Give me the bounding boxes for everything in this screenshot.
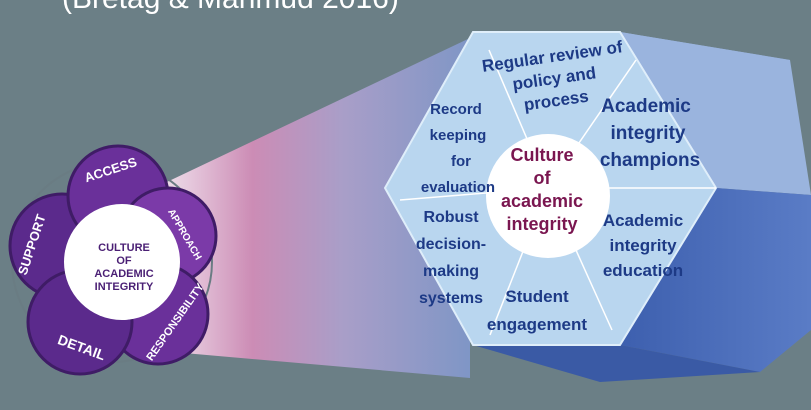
center-line-1: Culture — [511, 145, 574, 165]
record-line-2: keeping — [430, 127, 487, 144]
hexagon-center-label: Culture of academic integrity — [501, 145, 583, 234]
decision-line-1: Robust — [423, 209, 479, 226]
citation-text: (Bretag & Mahmud 2016) — [62, 0, 399, 15]
education-line-1: Academic — [603, 211, 683, 230]
champions-line-1: Academic — [601, 96, 691, 117]
center-line-4: integrity — [506, 214, 577, 234]
center-line-2: of — [534, 168, 552, 188]
champions-line-2: integrity — [611, 123, 686, 144]
ring-center-line-4: INTEGRITY — [95, 281, 154, 293]
education-line-2: integrity — [609, 236, 677, 255]
five-part-ring — [8, 144, 218, 376]
engagement-line-2: engagement — [487, 315, 587, 334]
segment-decision-making: Robust decision- making systems — [416, 209, 486, 307]
engagement-line-1: Student — [505, 287, 569, 306]
decision-line-3: making — [423, 263, 479, 280]
ring-center-label: CULTURE OF ACADEMIC INTEGRITY — [94, 242, 154, 293]
record-line-1: Record — [430, 101, 482, 118]
hexagon-upper-side — [620, 32, 811, 195]
segment-record-keeping: Record keeping for evaluation — [421, 101, 495, 196]
center-line-3: academic — [501, 191, 583, 211]
decision-line-2: decision- — [416, 236, 486, 253]
record-line-4: evaluation — [421, 179, 495, 196]
ring-center-line-3: ACADEMIC — [94, 268, 153, 280]
champions-line-3: champions — [600, 150, 700, 171]
hexagon-center-circle — [486, 134, 610, 258]
education-line-3: education — [603, 261, 683, 280]
segment-integrity-education: Academic integrity education — [603, 211, 683, 280]
segment-student-engagement: Student engagement — [487, 287, 587, 334]
record-line-3: for — [451, 153, 471, 170]
hexagon-bottom-face — [473, 345, 760, 382]
hexagon-lower-side — [620, 188, 811, 372]
ring-center-line-2: OF — [116, 255, 132, 267]
ring-center-disc — [64, 204, 180, 320]
projection-beam — [150, 38, 470, 378]
segment-integrity-champions: Academic integrity champions — [600, 96, 700, 171]
ring-center-line-1: CULTURE — [98, 242, 150, 254]
decision-line-4: systems — [419, 290, 483, 307]
